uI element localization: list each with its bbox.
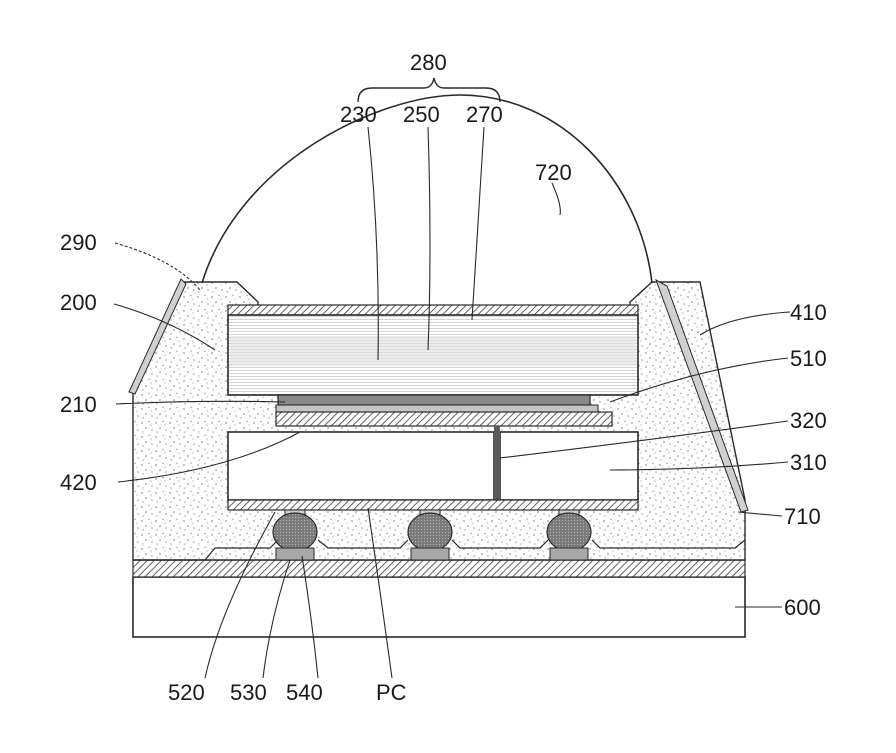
label-pc: PC: [376, 680, 407, 705]
label-210: 210: [60, 392, 97, 417]
redistribution-strip-420: [276, 412, 612, 426]
label-250: 250: [403, 102, 440, 127]
via-320: [494, 426, 500, 500]
label-280: 280: [410, 50, 447, 75]
label-710: 710: [784, 504, 821, 529]
label-530: 530: [230, 680, 267, 705]
label-420: 420: [60, 470, 97, 495]
label-200: 200: [60, 290, 97, 315]
label-270: 270: [466, 102, 503, 127]
color-filter-layer-250: [230, 336, 636, 366]
label-540: 540: [286, 680, 323, 705]
label-600: 600: [784, 595, 821, 620]
label-720: 720: [535, 160, 572, 185]
chip-310: [500, 432, 638, 500]
substrate-wiring-layer: [133, 560, 745, 577]
protective-layer-280: [228, 305, 638, 315]
base-substrate-600: [133, 577, 745, 637]
label-510: 510: [790, 346, 827, 371]
label-310: 310: [790, 450, 827, 475]
label-520: 520: [168, 680, 205, 705]
label-410: 410: [790, 300, 827, 325]
label-290: 290: [60, 230, 97, 255]
adhesive-layer-510: [276, 405, 598, 412]
chip-pad-layer-pc: [228, 500, 638, 510]
bonding-layer-210: [278, 395, 590, 405]
label-230: 230: [340, 102, 377, 127]
logic-chip: [228, 432, 494, 500]
label-320: 320: [790, 408, 827, 433]
